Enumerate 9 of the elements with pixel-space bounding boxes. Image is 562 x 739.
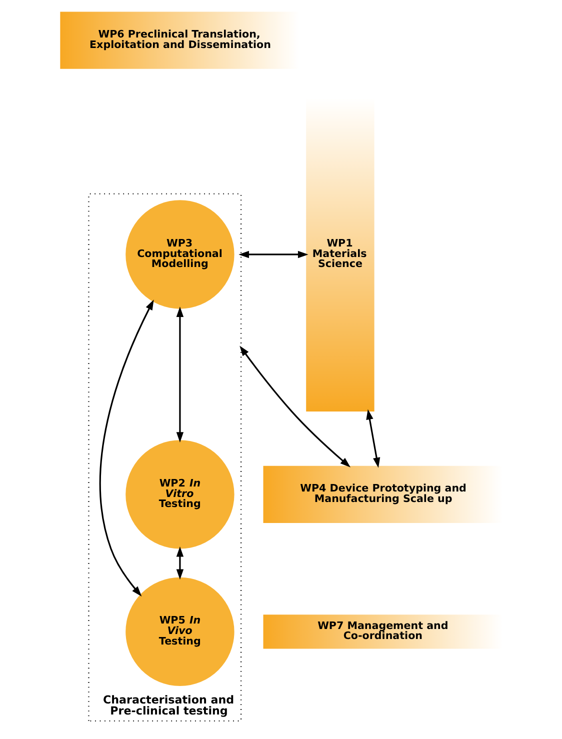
node-circle: WP5 In Vivo Testing xyxy=(125,577,234,686)
arrow xyxy=(176,546,184,580)
arrow xyxy=(238,250,308,258)
arrow xyxy=(239,346,350,468)
node-circle: WP3 Computational Modelling xyxy=(125,200,234,309)
arrow xyxy=(176,306,184,442)
arrow xyxy=(98,300,154,596)
arrow xyxy=(366,409,380,468)
node-circle: WP2 In Vitro Testing xyxy=(125,440,234,549)
